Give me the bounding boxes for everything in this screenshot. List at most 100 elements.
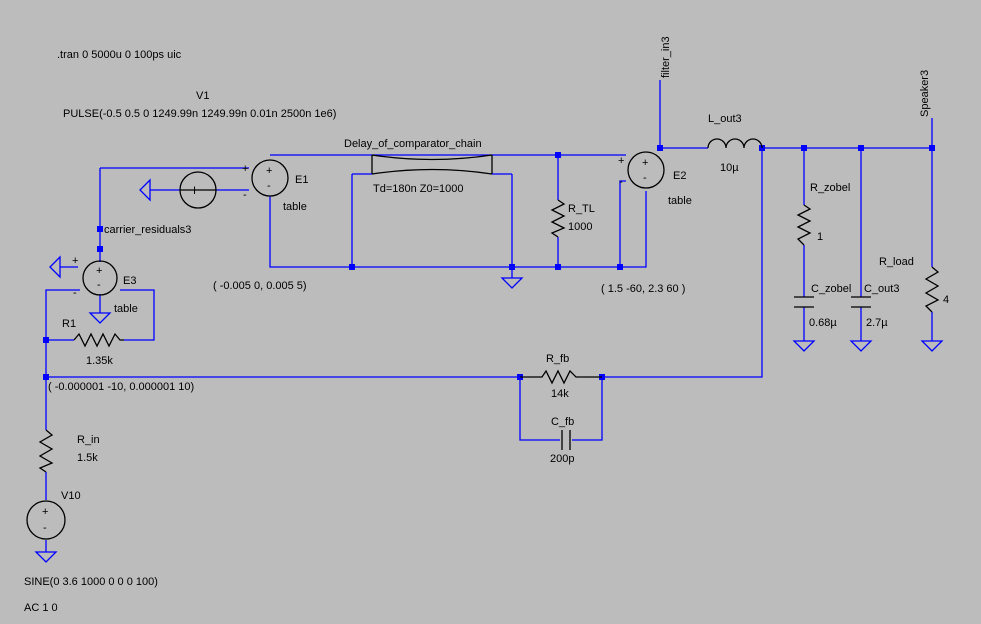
junction-dot xyxy=(929,145,935,151)
wire-r1-loop xyxy=(46,289,155,341)
rload-name: R_load xyxy=(879,256,914,268)
v1-source-glyph: I xyxy=(193,185,196,197)
rfb-value: 14k xyxy=(551,388,569,400)
v10-plus-sign: + xyxy=(42,506,48,518)
e1-ctrl-plus: + xyxy=(242,163,248,175)
rfb-name: R_fb xyxy=(546,353,569,365)
e2-source[interactable]: + - + - xyxy=(618,151,665,189)
junction-dot xyxy=(555,152,561,158)
rzobel-zigzag xyxy=(796,204,812,246)
czobel-value: 0.68µ xyxy=(809,317,837,329)
cout-capacitor[interactable] xyxy=(851,296,871,308)
speaker-net-label: Speaker3 xyxy=(919,70,931,117)
spice-directive[interactable]: .tran 0 5000u 0 100ps uic xyxy=(57,49,182,61)
junction-dot xyxy=(801,145,807,151)
v10-name: V10 xyxy=(61,490,81,502)
v1-name: V1 xyxy=(196,90,209,102)
rtl-resistor[interactable] xyxy=(550,199,566,238)
e3-source[interactable]: + - + - xyxy=(72,255,118,299)
rin-value: 1.5k xyxy=(77,452,98,464)
ground-symbol xyxy=(792,340,816,352)
e2-table: ( 1.5 -60, 2.3 60 ) xyxy=(601,283,685,295)
e1-minus-sign: - xyxy=(267,180,271,192)
junction-dot xyxy=(97,246,103,252)
tline-name: Delay_of_comparator_chain xyxy=(344,138,482,150)
r1-zigzag xyxy=(73,332,124,348)
cfb-value: 200p xyxy=(550,453,574,465)
labels: .tran 0 5000u 0 100ps uic V1 PULSE(-0.5 … xyxy=(24,36,949,614)
e2-ctrl-plus: + xyxy=(618,155,624,167)
junction-dot xyxy=(617,264,623,270)
lout-inductor[interactable] xyxy=(707,138,763,149)
v1-source[interactable]: I xyxy=(179,171,217,209)
junction-dot xyxy=(97,226,103,232)
lout-coils xyxy=(707,138,763,149)
e1-ctrl-minus: - xyxy=(243,189,247,201)
e1-circle xyxy=(251,159,289,197)
cfb-capacitor[interactable] xyxy=(561,430,571,450)
rzobel-resistor[interactable] xyxy=(796,204,812,246)
rfb-zigzag xyxy=(520,369,602,385)
v10-circle xyxy=(26,500,66,540)
filter-in-net-label: filter_in3 xyxy=(660,36,672,78)
e2-minus-sign: - xyxy=(643,172,647,184)
r1-resistor[interactable] xyxy=(73,332,124,348)
cfb-name: C_fb xyxy=(551,416,574,428)
rin-name: R_in xyxy=(77,434,100,446)
carrier-net-label: carrier_residuals3 xyxy=(104,224,191,236)
rin-resistor[interactable] xyxy=(38,429,54,473)
rin-zigzag xyxy=(38,429,54,473)
e2-plus-sign: + xyxy=(642,157,648,169)
rload-resistor[interactable] xyxy=(924,266,940,313)
czobel-plates xyxy=(794,296,814,308)
v10-source[interactable]: + - xyxy=(26,500,66,540)
wire-e3-minus xyxy=(45,289,80,377)
junction-dot xyxy=(858,145,864,151)
rload-zigzag xyxy=(924,266,940,313)
e3-minus-sign: - xyxy=(97,279,101,291)
ground-symbol xyxy=(139,178,151,202)
e2-value: table xyxy=(668,195,692,207)
e1-table: ( -0.005 0, 0.005 5) xyxy=(213,280,307,292)
czobel-capacitor[interactable] xyxy=(794,296,814,308)
ground-symbols xyxy=(34,178,944,563)
wire-e1-bottom xyxy=(269,196,352,268)
e2-ctrl-minus: - xyxy=(619,176,623,188)
cout-plates xyxy=(851,296,871,308)
junction-dot xyxy=(349,264,355,270)
junctions xyxy=(43,145,935,380)
e1-source[interactable]: + - + - xyxy=(242,159,289,201)
r1-value: 1.35k xyxy=(86,355,113,367)
junction-dot xyxy=(43,374,49,380)
tline-symbol[interactable] xyxy=(352,154,512,175)
rload-value: 4 xyxy=(943,294,949,306)
v10-minus-sign: - xyxy=(43,522,47,534)
e3-ctrl-minus: - xyxy=(73,287,77,299)
rtl-name: R_TL xyxy=(568,203,595,215)
v10-value: SINE(0 3.6 1000 0 0 0 100) xyxy=(24,576,158,588)
ground-symbol xyxy=(849,340,873,352)
e3-circle xyxy=(82,260,118,296)
e3-plus-sign: + xyxy=(96,265,102,277)
tline-body xyxy=(371,154,493,175)
wire-e2-bottom xyxy=(620,191,647,268)
e3-value: table xyxy=(114,303,138,315)
czobel-name: C_zobel xyxy=(811,283,851,295)
wiring xyxy=(45,80,933,552)
junction-dot xyxy=(555,264,561,270)
rzobel-value: 1 xyxy=(817,231,823,243)
wire-feedback-down xyxy=(602,148,763,378)
junction-dot xyxy=(657,145,663,151)
lout-name: L_out3 xyxy=(708,113,742,125)
wire-e2-minus xyxy=(619,180,626,267)
e3-name: E3 xyxy=(123,275,136,287)
rfb-resistor[interactable] xyxy=(520,369,602,385)
rtl-value: 1000 xyxy=(568,221,592,233)
ground-symbol xyxy=(49,255,61,279)
ground-symbol xyxy=(920,340,944,352)
e3-ctrl-plus: + xyxy=(72,255,78,267)
e1-name: E1 xyxy=(295,174,308,186)
e3-table: ( -0.000001 -10, 0.000001 10) xyxy=(48,381,194,393)
tline-value: Td=180n Z0=1000 xyxy=(373,183,464,195)
